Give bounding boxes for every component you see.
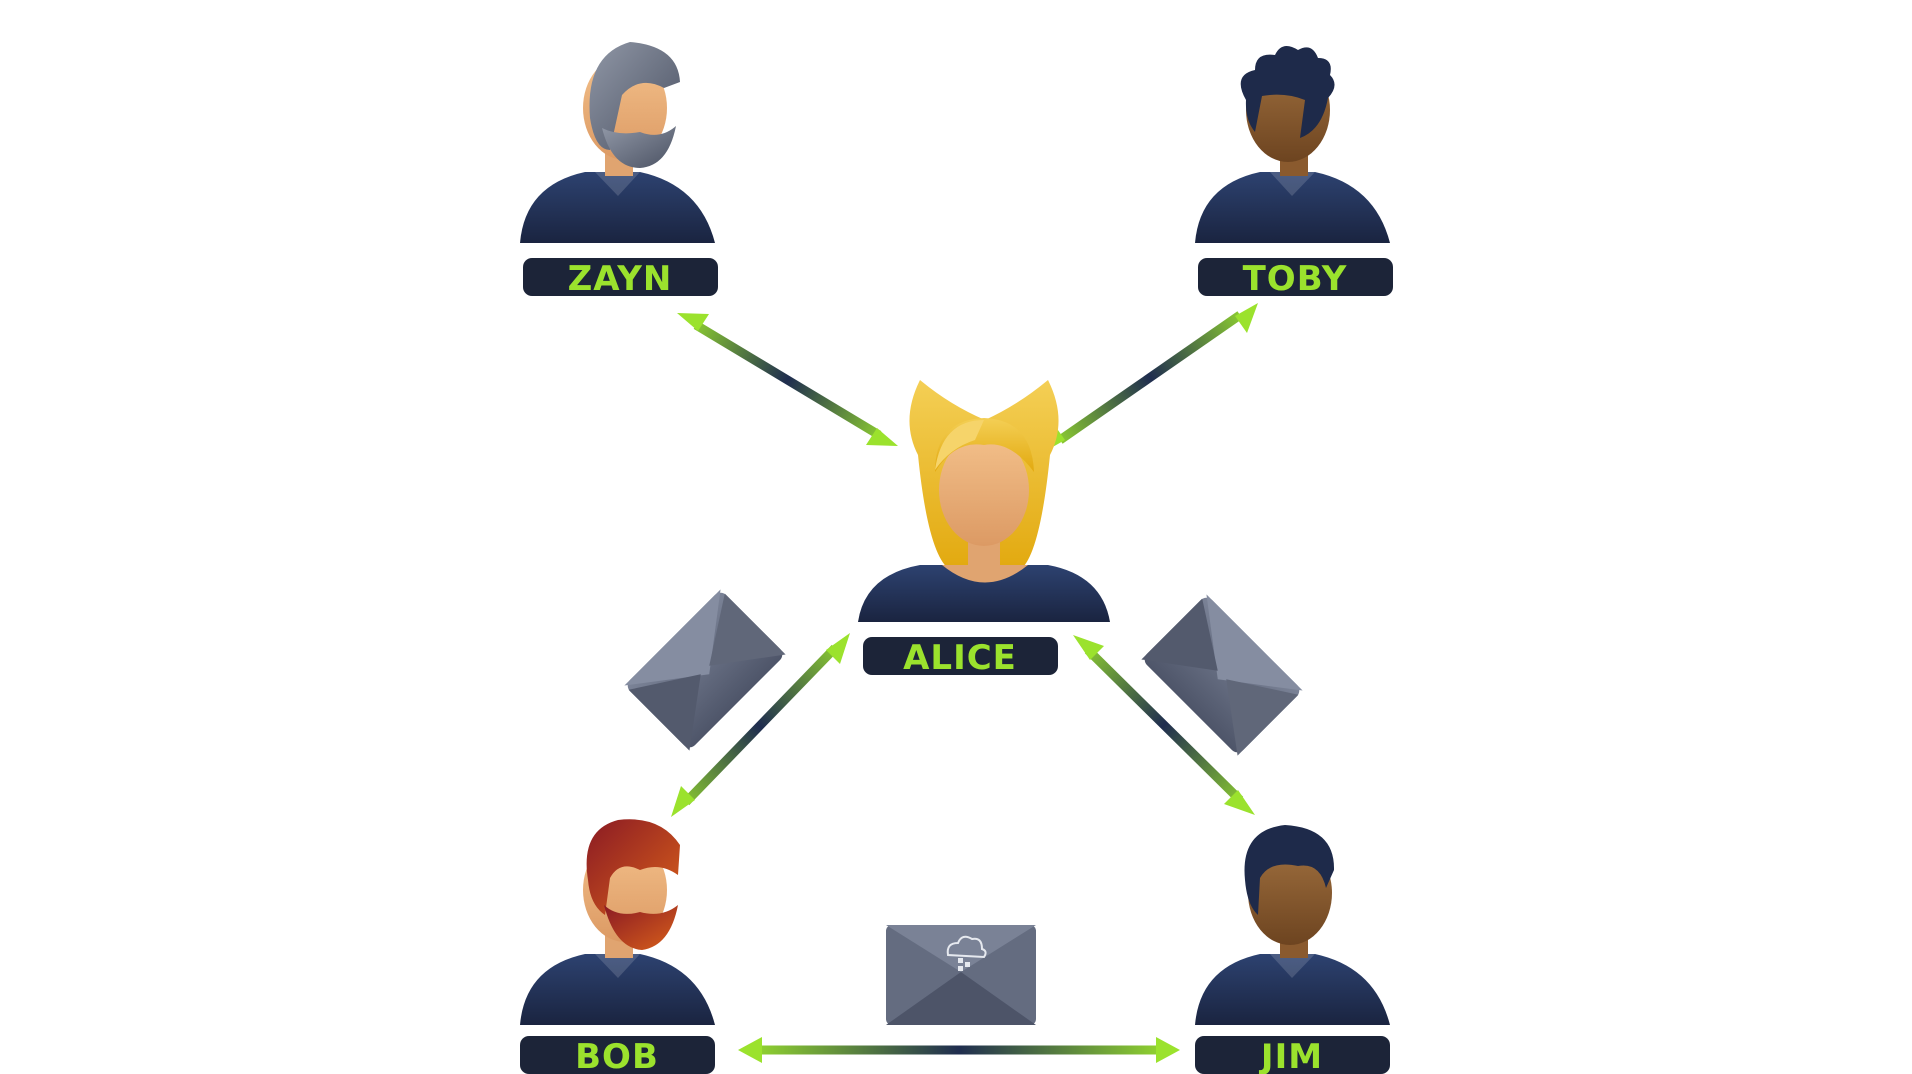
arrow-toby-alice — [1042, 303, 1258, 453]
arrow-bob-jim — [738, 1037, 1180, 1063]
arrow-alice-jim — [1073, 635, 1255, 815]
envelope-cloud-icon — [886, 925, 1036, 1025]
person-jim: JIM — [1195, 825, 1390, 1074]
arrow-alice-bob — [671, 633, 850, 817]
name-label-zayn — [523, 258, 718, 296]
name-text-toby: TOBY — [1243, 259, 1348, 299]
name-label-jim — [1195, 1036, 1390, 1074]
name-text-jim: JIM — [1259, 1037, 1323, 1074]
name-text-zayn: ZAYN — [568, 259, 673, 299]
avatar-alice — [858, 380, 1110, 622]
avatar-zayn — [520, 42, 715, 243]
avatar-toby — [1195, 46, 1390, 243]
name-label-toby — [1198, 258, 1393, 296]
name-label-alice — [863, 637, 1058, 675]
name-text-alice: ALICE — [903, 638, 1017, 678]
avatar-jim — [1195, 825, 1390, 1025]
person-bob: BOB — [520, 819, 715, 1074]
avatar-bob — [520, 819, 715, 1025]
name-text-bob: BOB — [575, 1037, 659, 1074]
person-toby: TOBY — [1195, 46, 1393, 299]
person-zayn: ZAYN — [520, 42, 718, 299]
name-label-bob — [520, 1036, 715, 1074]
person-alice: ALICE — [858, 380, 1110, 678]
arrow-zayn-alice — [677, 313, 898, 446]
